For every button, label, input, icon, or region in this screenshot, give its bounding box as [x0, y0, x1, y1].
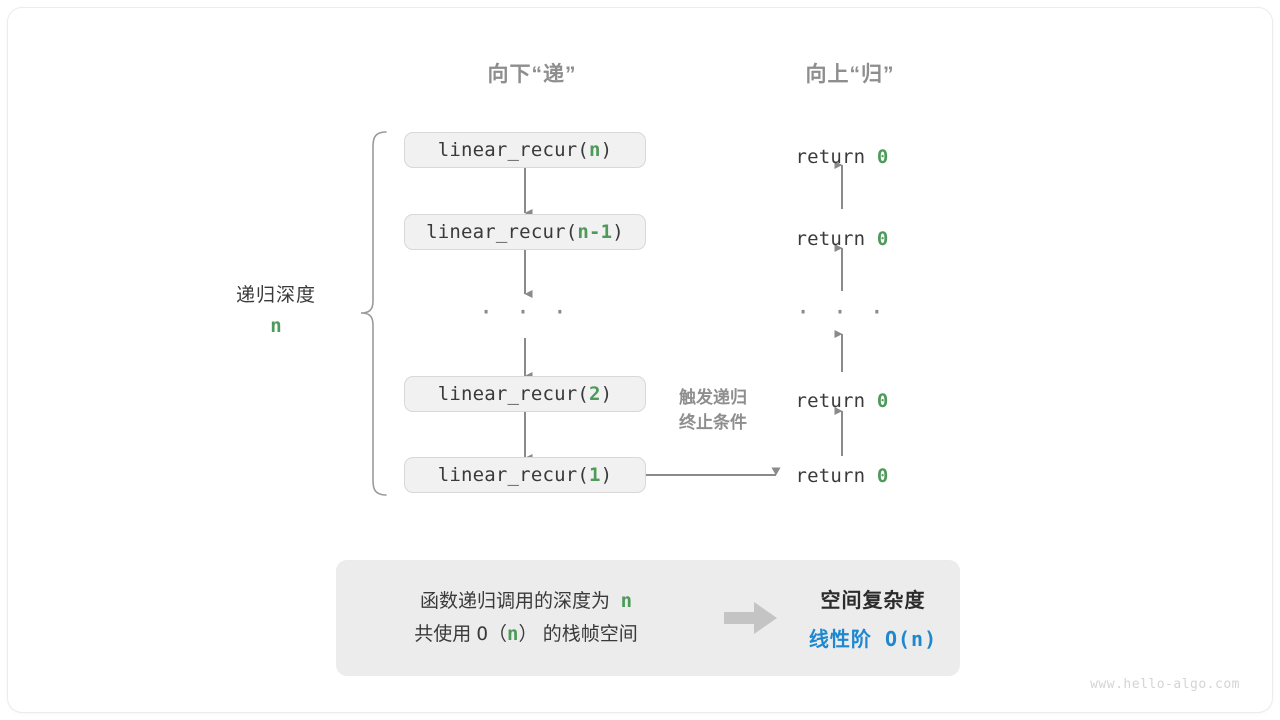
- summary-right-text: 空间复杂度 线性阶 O(n): [786, 584, 960, 652]
- call-box-3: linear_recur(1): [404, 457, 646, 493]
- summary-left-line1-text: 函数递归调用的深度为: [419, 590, 610, 612]
- right-arrow-icon: [724, 602, 777, 634]
- summary-complexity-bigo: O(n): [884, 627, 938, 651]
- call-box-2-suffix: ): [600, 383, 613, 405]
- call-box-1: linear_recur(n-1): [404, 214, 646, 250]
- call-box-2-prefix: linear_recur(: [437, 383, 590, 405]
- call-box-3-prefix: linear_recur(: [437, 464, 590, 486]
- recursion-depth-text: 递归深度: [235, 285, 316, 306]
- call-box-1-suffix: ): [612, 221, 624, 243]
- termination-condition-note: 触发递归 终止条件: [638, 386, 788, 435]
- call-box-0-suffix: ): [600, 139, 613, 161]
- summary-complexity-order: 线性阶: [808, 629, 872, 651]
- summary-left-line1: 函数递归调用的深度为 n: [336, 585, 716, 618]
- recursion-depth-label: 递归深度 n: [176, 280, 376, 337]
- summary-complexity-value: 线性阶 O(n): [786, 623, 960, 652]
- summary-left-line2-close: ）: [518, 623, 538, 645]
- summary-left-line1-n: n: [620, 589, 633, 612]
- call-box-0: linear_recur(n): [404, 132, 646, 168]
- return-label-1: return 0: [722, 228, 962, 250]
- return-label-3-keyword: return: [795, 465, 866, 487]
- call-box-3-suffix: ): [600, 464, 613, 486]
- watermark: www.hello-algo.com: [1090, 677, 1240, 692]
- call-box-2-arg: 2: [589, 383, 601, 405]
- return-label-3: return 0: [722, 465, 962, 487]
- summary-left-line2-o: O（: [476, 623, 507, 645]
- summary-left-line2-suffix: 的栈帧空间: [542, 624, 638, 645]
- summary-panel: 函数递归调用的深度为 n 共使用 O（n） 的栈帧空间 空间复杂度 线性阶 O(…: [336, 560, 960, 676]
- summary-arrow-icon: [716, 601, 786, 635]
- call-box-2: linear_recur(2): [404, 376, 646, 412]
- return-label-0-keyword: return: [795, 146, 866, 168]
- call-box-0-prefix: linear_recur(: [437, 139, 590, 161]
- return-label-0: return 0: [722, 146, 962, 168]
- summary-left-text: 函数递归调用的深度为 n 共使用 O（n） 的栈帧空间: [336, 585, 716, 652]
- return-stack-ellipsis: · · ·: [795, 298, 889, 326]
- call-box-1-arg: n-1: [577, 221, 613, 243]
- summary-left-line2-prefix: 共使用: [414, 624, 472, 645]
- return-label-2-keyword: return: [795, 390, 866, 412]
- call-box-0-arg: n: [589, 139, 601, 161]
- termination-note-line2: 终止条件: [679, 412, 747, 432]
- return-label-1-value: 0: [876, 228, 889, 250]
- return-label-0-value: 0: [876, 146, 889, 168]
- return-label-2-value: 0: [876, 390, 889, 412]
- summary-complexity-title: 空间复杂度: [820, 590, 926, 612]
- summary-left-line2: 共使用 O（n） 的栈帧空间: [336, 618, 716, 651]
- summary-left-line2-n: n: [506, 623, 519, 645]
- termination-note-line1: 触发递归: [679, 388, 747, 407]
- return-label-2: return 0: [722, 390, 962, 412]
- call-box-3-arg: 1: [589, 464, 601, 486]
- diagram-card: 向下“递” 向上“归” linear_recu: [8, 8, 1272, 712]
- call-box-1-prefix: linear_recur(: [426, 221, 578, 243]
- return-label-3-value: 0: [876, 465, 889, 487]
- call-stack-ellipsis: · · ·: [478, 298, 572, 326]
- heading-upward-return: 向上“归”: [805, 63, 895, 86]
- return-label-1-keyword: return: [795, 228, 866, 250]
- recursion-depth-value: n: [270, 315, 282, 337]
- heading-downward-recursion: 向下“递”: [487, 63, 577, 86]
